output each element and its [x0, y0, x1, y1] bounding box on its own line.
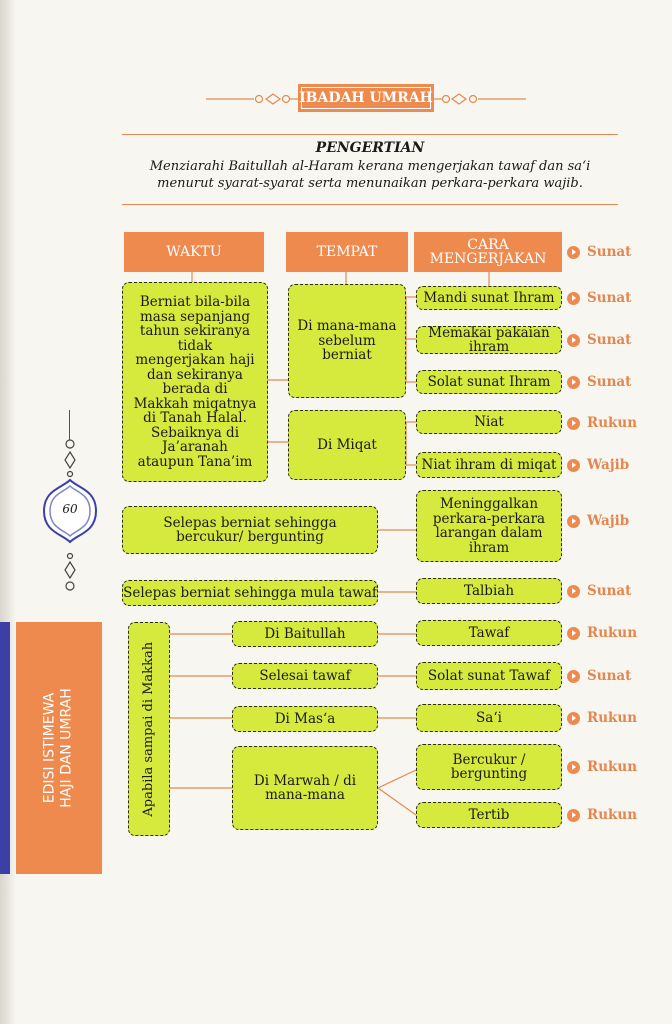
ornament-line-top [69, 410, 70, 440]
arrow-icon [567, 291, 580, 305]
status-label: Sunat [567, 373, 631, 391]
status-label: Wajib [567, 456, 629, 474]
status-label: Sunat [567, 667, 631, 685]
status-label: Rukun [567, 624, 637, 642]
page-title: IBADAH UMRAH [298, 84, 434, 112]
title-ornament-right-icon [434, 93, 526, 105]
tempat-before-box: Di mana-mana sebelum berniat [288, 284, 406, 398]
status-text: Sunat [587, 374, 632, 390]
status-label: Rukun [567, 414, 637, 432]
tempat-selesai-box: Selesai tawaf [232, 663, 378, 689]
header-status-label: Sunat [567, 243, 631, 261]
arrow-icon [567, 375, 580, 389]
header-status-text: Sunat [587, 244, 632, 260]
arrow-icon [567, 333, 580, 347]
step-box: Bercukur / bergunting [416, 744, 562, 790]
header-tempat: TEMPAT [286, 232, 408, 272]
definition-heading: PENGERTIAN [315, 140, 425, 156]
tempat-miqat-box: Di Miqat [288, 410, 406, 480]
header-waktu: WAKTU [124, 232, 264, 272]
step-box: Tawaf [416, 620, 562, 646]
status-label: Rukun [567, 806, 637, 824]
waktu-arrival-text: Apabila sampai di Makkah [140, 641, 156, 817]
arrow-icon [567, 584, 580, 598]
step-box: Memakai pakaian ihram [416, 325, 562, 354]
spine-tab [16, 622, 102, 874]
status-text: Rukun [587, 710, 638, 726]
page-number: 60 [62, 502, 78, 516]
step-box: Sa‘i [416, 704, 562, 732]
status-label: Sunat [567, 331, 631, 349]
status-label: Rukun [567, 758, 637, 776]
definition-line-2: menurut syarat-syarat serta menunaikan p… [157, 176, 583, 191]
divider-top [122, 134, 618, 135]
title-ornament-left-icon [206, 93, 298, 105]
ornament-top-icon [64, 439, 76, 478]
status-text: Wajib [587, 457, 630, 473]
waktu-after-niat-box: Selepas berniat sehingga bercukur/ bergu… [122, 506, 378, 554]
arrow-icon [567, 416, 580, 430]
status-label: Rukun [567, 709, 637, 727]
step-box: Solat sunat Tawaf [416, 662, 562, 690]
arrow-icon [567, 808, 580, 822]
status-label: Sunat [567, 582, 631, 600]
step-box: Niat ihram di miqat [416, 452, 562, 478]
arrow-icon [567, 626, 580, 640]
step-box: Meninggalkan perkara-perkara larangan da… [416, 490, 562, 562]
definition-text: Menziarahi Baitullah al-Haram kerana men… [126, 158, 614, 192]
arrow-icon [567, 514, 580, 528]
waktu-arrival-box: Apabila sampai di Makkah [128, 622, 170, 836]
step-box: Mandi sunat Ihram [416, 286, 562, 310]
title-banner: IBADAH UMRAH [206, 84, 526, 114]
spine-blue-strip [0, 622, 10, 874]
step-box: Talbiah [416, 578, 562, 604]
header-cara-line-2: MENGERJAKAN [429, 251, 547, 267]
status-text: Sunat [587, 583, 632, 599]
status-text: Sunat [587, 332, 632, 348]
status-label: Sunat [567, 289, 631, 307]
step-box: Solat sunat Ihram [416, 370, 562, 394]
arrow-icon [567, 669, 580, 683]
definition-line-1: Menziarahi Baitullah al-Haram kerana men… [149, 159, 591, 174]
arrow-icon [567, 245, 580, 259]
header-cara-mengerjakan: CARA MENGERJAKAN [414, 232, 562, 272]
arrow-icon [567, 711, 580, 725]
arrow-icon [567, 458, 580, 472]
tempat-baitullah-box: Di Baitullah [232, 621, 378, 647]
tempat-masa-box: Di Mas‘a [232, 706, 378, 732]
status-text: Rukun [587, 807, 638, 823]
page-number-medallion [42, 478, 98, 544]
status-text: Rukun [587, 625, 638, 641]
ornament-bottom-icon [64, 552, 76, 591]
status-text: Wajib [587, 513, 630, 529]
status-text: Rukun [587, 759, 638, 775]
status-text: Sunat [587, 668, 632, 684]
waktu-talbiah-box: Selepas berniat sehingga mula tawaf [122, 580, 378, 606]
header-cara-line-1: CARA [467, 237, 509, 253]
arrow-icon [567, 760, 580, 774]
waktu-main-box: Berniat bila-bila masa sepanjang tahun s… [122, 282, 268, 482]
divider-bottom [122, 204, 618, 205]
status-label: Wajib [567, 512, 629, 530]
status-text: Sunat [587, 290, 632, 306]
step-box: Tertib [416, 802, 562, 828]
step-box: Niat [416, 410, 562, 434]
status-text: Rukun [587, 415, 638, 431]
tempat-marwah-box: Di Marwah / di mana-mana [232, 746, 378, 830]
